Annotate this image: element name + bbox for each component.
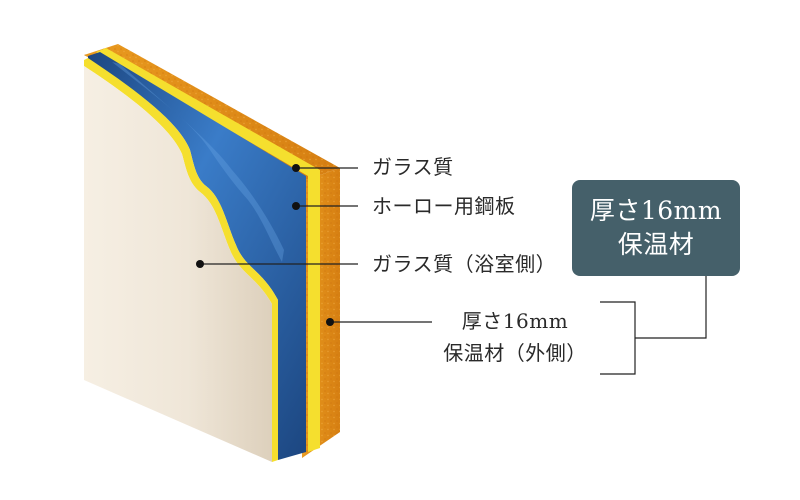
leader-dot-insulation	[326, 318, 334, 326]
leader-dot-enamel-steel	[292, 202, 300, 210]
insulation-bracket	[600, 301, 636, 375]
leader-dot-glass-bath	[196, 260, 204, 268]
steel-plate	[88, 52, 306, 460]
callout-thickness: 厚さ16mm	[589, 196, 723, 225]
glass-layer-bath-side	[84, 58, 278, 462]
insulation-callout-box: 厚さ16mm 保温材	[572, 180, 740, 276]
label-glass-outer: ガラス質	[372, 155, 454, 179]
label-insulation-thickness: 厚さ16mm	[461, 309, 569, 333]
callout-material: 保温材	[617, 230, 695, 259]
leader-dot-glass-outer	[292, 164, 300, 172]
label-glass-bath-side: ガラス質（浴室側）	[372, 252, 557, 276]
bath-side-face	[84, 66, 272, 462]
label-insulation-material: 保温材（外側）	[443, 341, 587, 365]
label-enamel-steel: ホーロー用鋼板	[372, 194, 516, 218]
glass-layer-outer	[96, 48, 320, 452]
callout-connector	[635, 276, 707, 339]
